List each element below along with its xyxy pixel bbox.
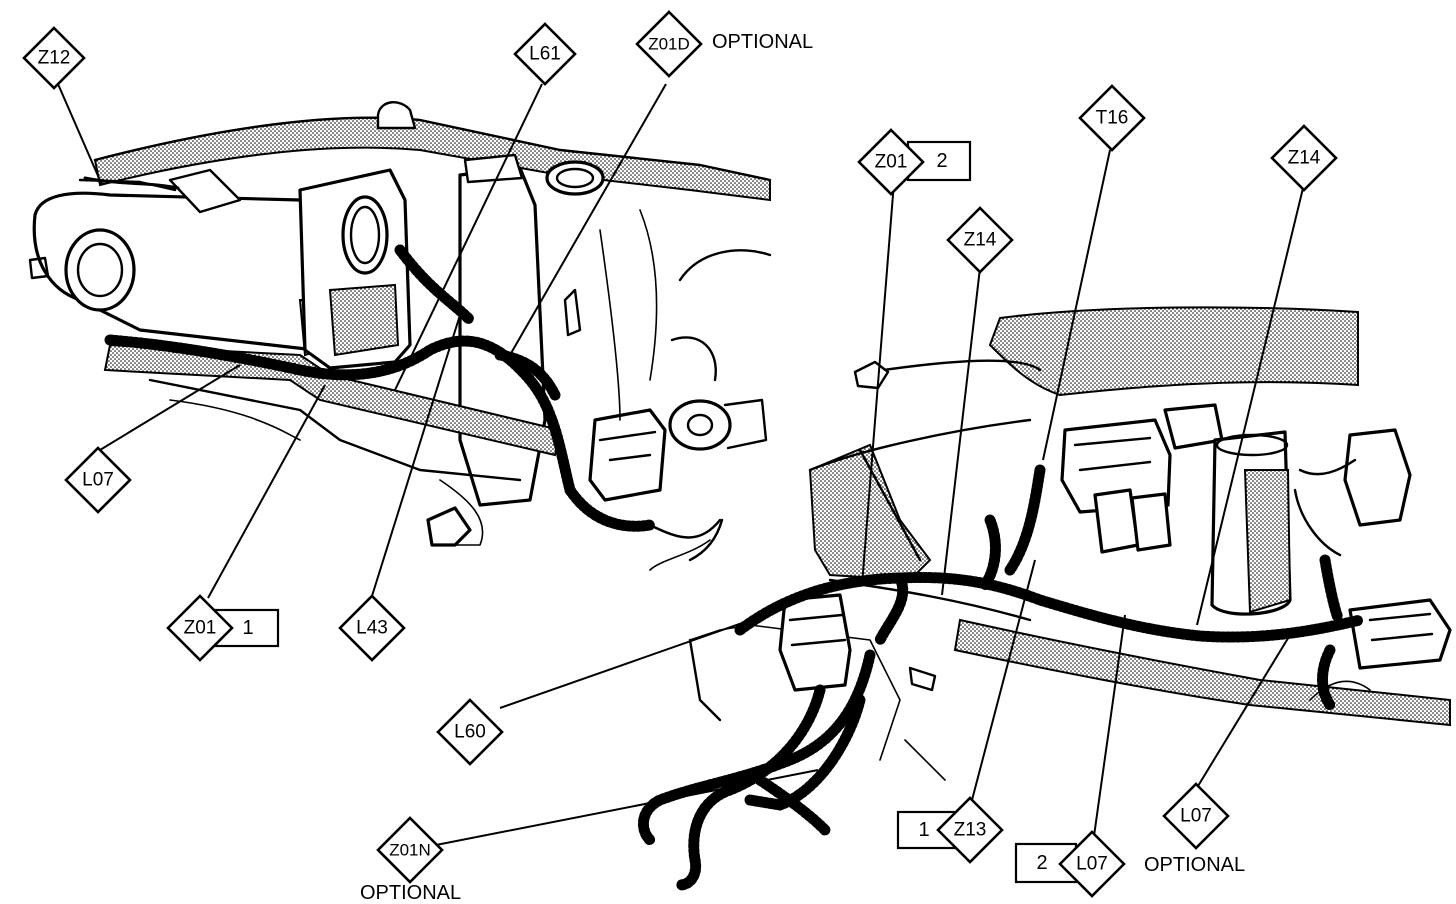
label-l07-left: L07 (82, 470, 114, 491)
right-main-harness (734, 572, 1366, 643)
callout-l07-left: L07 (64, 446, 132, 514)
box-z01-2: 2 (936, 150, 947, 172)
note-l07-optional: OPTIONAL (1144, 854, 1245, 876)
callout-z14-mid: Z14 (946, 206, 1014, 274)
horn (668, 399, 732, 451)
label-z13: Z13 (954, 820, 987, 841)
callout-z01n: Z01N OPTIONAL (360, 816, 461, 904)
label-l43: L43 (356, 618, 388, 639)
callout-z12: Z12 (22, 26, 86, 90)
label-z01n: Z01N (389, 841, 431, 860)
right-engine-view (638, 306, 1452, 891)
callout-l07-right: L07 (1162, 782, 1230, 850)
label-t16: T16 (1096, 108, 1129, 129)
callout-z13-1: 1 Z13 (896, 796, 1004, 864)
intake-opening (341, 195, 389, 275)
relay-block-left (588, 408, 667, 502)
left-main-harness (104, 334, 576, 496)
label-l60: L60 (454, 722, 486, 743)
label-l07-right: L07 (1180, 806, 1212, 827)
box-z13-1: 1 (918, 819, 929, 841)
headlamp-lens (64, 228, 136, 312)
label-l61: L61 (529, 44, 561, 65)
reservoir-cap (545, 160, 605, 196)
note-z01d-optional: OPTIONAL (712, 31, 813, 53)
callout-l61: L61 (513, 22, 577, 86)
callout-l07-2: 2 L07 OPTIONAL (1014, 830, 1245, 898)
cowl-panel (988, 306, 1359, 397)
note-z01n-optional: OPTIONAL (360, 882, 461, 904)
label-z14-right: Z14 (1288, 148, 1321, 169)
leader-lines (57, 83, 1305, 846)
lower-harness-branch (638, 649, 876, 846)
callout-l43: L43 (338, 594, 406, 662)
relay-small-b (1130, 492, 1172, 552)
fender-apron (808, 443, 932, 582)
callout-z01-1: 1 Z01 (166, 594, 280, 662)
bracket-right (1343, 428, 1412, 527)
box-z01-1: 1 (242, 617, 253, 639)
label-z14-mid: Z14 (964, 230, 997, 251)
label-z12: Z12 (38, 48, 71, 69)
callout-l60: L60 (436, 698, 504, 766)
connector-lower-right (1348, 598, 1452, 670)
callout-z01-2: 2 Z01 (857, 128, 972, 196)
callout-t16: T16 (1078, 84, 1146, 152)
label-l07-bottom: L07 (1076, 854, 1108, 875)
box-l07-2: 2 (1036, 852, 1047, 874)
strut-tower-cap (376, 101, 417, 130)
callout-z01d: Z01D OPTIONAL (635, 10, 813, 78)
left-engine-view (28, 101, 772, 571)
label-z01d: Z01D (648, 35, 690, 54)
label-z01-left: Z01 (184, 618, 217, 639)
callout-z14-right: Z14 (1270, 124, 1338, 192)
label-z01-right: Z01 (875, 152, 908, 173)
grommet (853, 360, 890, 390)
